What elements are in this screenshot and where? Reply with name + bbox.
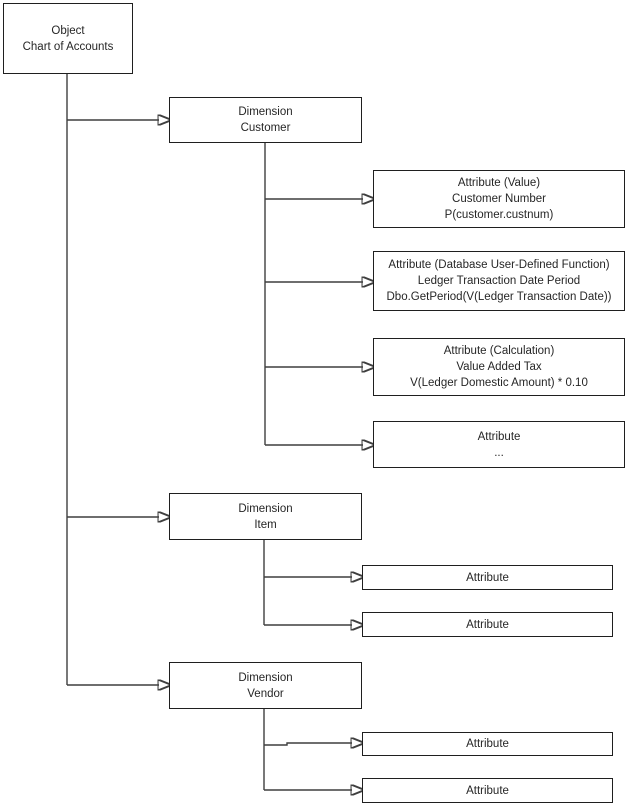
node-dimension-customer: Dimension Customer [169, 97, 362, 143]
node-object-chart-of-accounts: Object Chart of Accounts [3, 3, 133, 74]
node-line: ... [494, 446, 504, 459]
node-line: Customer [240, 122, 291, 134]
node-line: Customer Number [452, 193, 546, 205]
node-attribute-vendor-2: Attribute [362, 778, 613, 803]
node-line: Vendor [247, 687, 284, 700]
node-attribute-ledger-transaction-date-period: Attribute (Database User-Defined Functio… [373, 251, 625, 311]
node-line: Attribute [466, 738, 509, 750]
node-dimension-item: Dimension Item [169, 493, 362, 540]
node-line: Attribute [477, 430, 521, 443]
node-line: Dimension [238, 502, 293, 515]
node-line: V(Ledger Domestic Amount) * 0.10 [410, 377, 588, 389]
node-line: Attribute (Value) [457, 177, 541, 189]
node-line: Attribute (Calculation) [443, 345, 555, 357]
node-line: Attribute [466, 571, 509, 584]
node-line: Attribute [466, 618, 509, 631]
node-line: Chart of Accounts [22, 40, 114, 53]
node-attribute-value-added-tax: Attribute (Calculation) Value Added Tax … [373, 338, 625, 396]
node-line: Value Added Tax [456, 361, 542, 373]
node-line: Dimension [238, 671, 293, 684]
node-attribute-item-1: Attribute [362, 565, 613, 590]
node-line: P(customer.custnum) [444, 209, 554, 221]
node-attribute-ellipsis: Attribute ... [373, 421, 625, 468]
node-line: Dbo.GetPeriod(V(Ledger Transaction Date)… [386, 291, 612, 303]
node-dimension-vendor: Dimension Vendor [169, 662, 362, 709]
connector-vendor-to-attr-1 [264, 743, 352, 745]
node-line: Object [51, 24, 85, 37]
node-line: Dimension [238, 106, 293, 118]
node-attribute-item-2: Attribute [362, 612, 613, 637]
node-line: Attribute (Database User-Defined Functio… [388, 259, 610, 271]
node-attribute-customer-number: Attribute (Value) Customer Number P(cust… [373, 170, 625, 228]
node-line: Ledger Transaction Date Period [417, 275, 581, 287]
node-line: Item [254, 518, 277, 531]
node-line: Attribute [466, 784, 509, 797]
node-attribute-vendor-1: Attribute [362, 732, 613, 756]
